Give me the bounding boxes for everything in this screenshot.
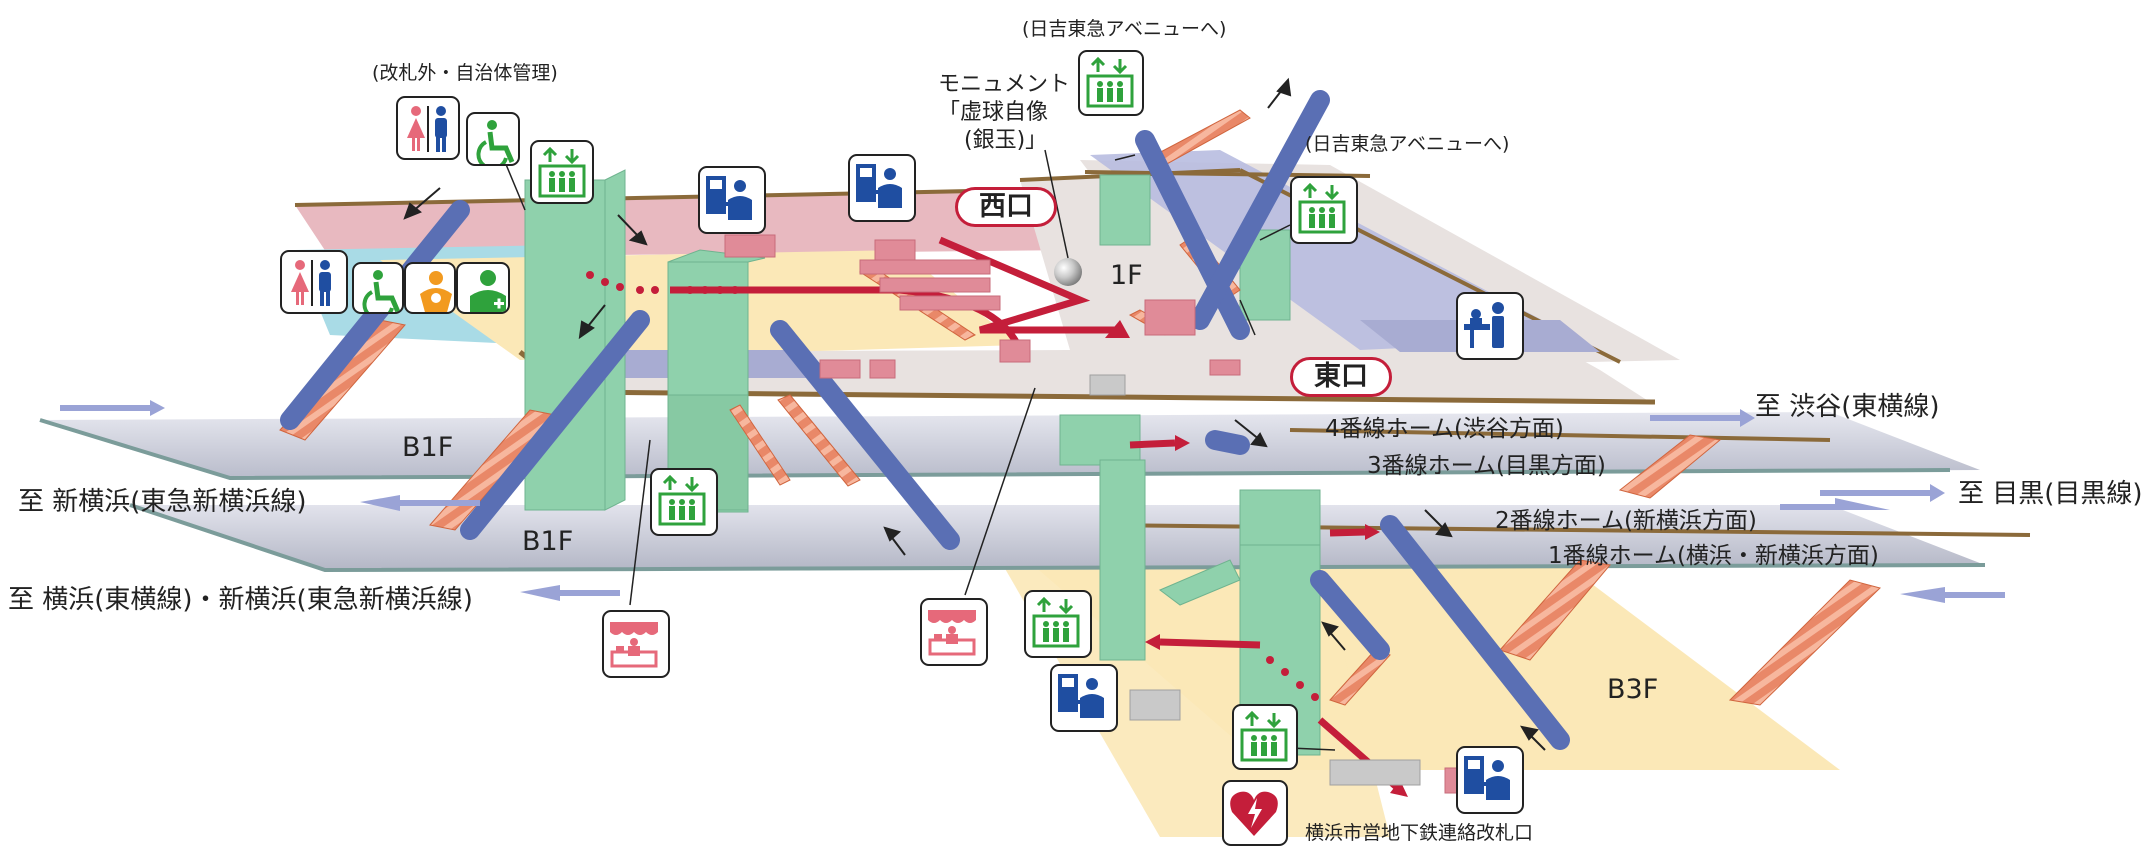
multipurpose-room-icon: [456, 262, 510, 314]
monument-line3: (銀玉)」: [964, 128, 1048, 153]
floor-b1f-lower: B1F: [522, 526, 574, 557]
baby-care-icon: [404, 262, 456, 314]
direction-arrows: [403, 77, 1546, 751]
aed-icon: [1222, 780, 1288, 846]
floor-1f: 1F: [1110, 260, 1143, 291]
platform-2-label: 2番線ホーム(新横浜方面): [1495, 508, 1757, 534]
restroom-icon: [396, 96, 460, 160]
west-exit-label: 西口: [955, 187, 1057, 227]
station-office-icon: [1456, 292, 1524, 360]
escalators: [280, 90, 1570, 750]
floor-b3f: B3F: [1607, 674, 1659, 705]
monument-line1: モニュメント: [938, 72, 1071, 97]
platform-3-label: 3番線ホーム(目黒方面): [1367, 453, 1606, 479]
route-arrowheads: [1105, 320, 1408, 797]
route-dots: [586, 271, 1319, 701]
elevator-icon: [1290, 176, 1358, 244]
avenue-note-top: (日吉東急アベニューへ): [1022, 18, 1227, 40]
east-exit-label: 東口: [1290, 357, 1392, 397]
platform-1-label: 1番線ホーム(横浜・新横浜方面): [1548, 543, 1879, 569]
lower-platform: [130, 505, 1985, 570]
subway-gates: [1089, 374, 1421, 786]
elevator-icon: [650, 468, 718, 536]
shop-icon: [602, 610, 670, 678]
ticket-machine-icon: [1456, 746, 1524, 814]
to-yokohama-label: 至 横浜(東横線)・新横浜(東急新横浜線): [8, 585, 473, 615]
outside-gate-note: (改札外・自治体管理): [372, 62, 558, 84]
ticket-gates: [724, 234, 1461, 794]
platform-4-label: 4番線ホーム(渋谷方面): [1325, 416, 1564, 442]
monument-ball: [1054, 258, 1082, 286]
to-shinyokohama-label: 至 新横浜(東急新横浜線): [18, 487, 307, 517]
ticket-machine-icon: [1050, 664, 1118, 732]
avenue-note-right: (日吉東急アベニューへ): [1305, 133, 1510, 155]
ticket-machine-icon: [698, 166, 766, 234]
elevator-icon: [530, 140, 594, 204]
ticket-machine-icon: [848, 154, 916, 222]
track-arrows: [60, 400, 2005, 603]
stairs: [279, 109, 1881, 706]
restroom-icon: [280, 250, 348, 314]
floor-b1f-upper: B1F: [402, 432, 454, 463]
to-meguro-label: 至 目黒(目黒線): [1958, 479, 2143, 509]
subway-gate-label: 横浜市営地下鉄連絡改札口: [1305, 822, 1534, 844]
to-shibuya-label: 至 渋谷(東横線): [1755, 392, 1940, 422]
shop-icon: [920, 598, 988, 666]
accessible-restroom-icon: [352, 262, 404, 314]
accessible-restroom-icon: [466, 112, 520, 166]
elevator-icon: [1232, 704, 1298, 770]
elevator-icon: [1024, 590, 1092, 658]
monument-line2: 「虚球自像: [938, 100, 1049, 125]
elevator-icon: [1078, 50, 1144, 116]
